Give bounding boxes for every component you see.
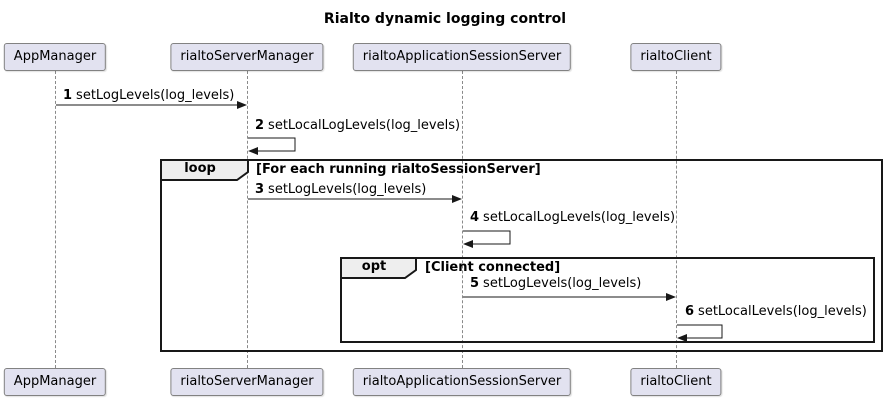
message-2-arrow-line (248, 137, 296, 152)
message-5-text: setLogLevels(log_levels) (483, 276, 642, 291)
opt-guard-text: [Client connected] (425, 260, 561, 275)
participant-rialtoservermanager-top: rialtoServerManager (170, 43, 324, 71)
participant-appmanager-top: AppManager (3, 43, 107, 71)
lifeline-rialtoservermanager (247, 71, 248, 368)
loop-operator-label: loop (184, 161, 216, 176)
opt-fragment-label-shape (340, 257, 417, 279)
opt-operator-label: opt (361, 259, 387, 274)
message-2-number: 2 (255, 118, 265, 133)
participant-rialtoservermanager-bottom: rialtoServerManager (170, 368, 324, 396)
opt-fragment-frame (340, 257, 875, 343)
lifeline-rialtoclient (676, 71, 677, 368)
message-2-arrowhead-icon (248, 147, 258, 155)
loop-fragment-frame (160, 159, 883, 352)
diagram-title: Rialto dynamic logging control (323, 11, 567, 27)
participant-appmanager-bottom: AppManager (3, 368, 107, 396)
participant-rialtoapplicationsessionserver-top: rialtoApplicationSessionServer (352, 43, 572, 71)
message-5-number: 5 (470, 276, 480, 291)
participant-rialtoclient-bottom: rialtoClient (630, 368, 722, 396)
message-3-number: 3 (255, 182, 265, 197)
loop-guard-text: [For each running rialtoSessionServer] (256, 162, 541, 177)
message-6-text: setLocalLevels(log_levels) (698, 304, 867, 319)
message-2-text: setLocalLogLevels(log_levels) (268, 118, 461, 133)
loop-fragment-label-shape (160, 159, 249, 181)
message-4-text: setLocalLogLevels(log_levels) (483, 210, 676, 225)
message-1-arrowhead-icon (237, 101, 247, 109)
lifeline-rialtoapplicationsessionserver (462, 71, 463, 368)
message-6-number: 6 (685, 304, 695, 319)
participant-rialtoapplicationsessionserver-bottom: rialtoApplicationSessionServer (352, 368, 572, 396)
lifeline-appmanager (55, 71, 56, 368)
message-1-text: setLogLevels(log_levels) (76, 88, 235, 103)
message-3-text: setLogLevels(log_levels) (268, 182, 427, 197)
participant-rialtoclient-top: rialtoClient (630, 43, 722, 71)
message-1-number: 1 (63, 88, 73, 103)
message-4-number: 4 (470, 210, 480, 225)
